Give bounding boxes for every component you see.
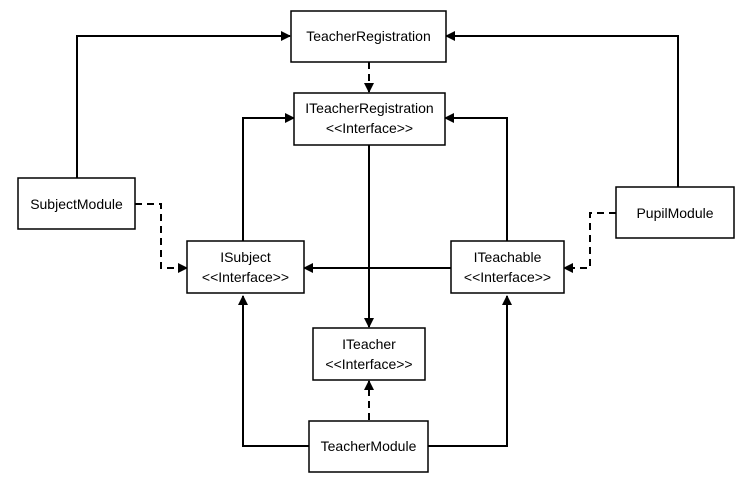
node-iteacher-registration: ITeacherRegistration <<Interface>>: [293, 92, 446, 146]
node-isubject-stereotype: <<Interface>>: [202, 269, 289, 285]
node-pupil-module-label: PupilModule: [636, 205, 713, 221]
edge-pupilmodule-to-teacherregistration: [445, 31, 679, 187]
edge-pupilmodule-to-iteachable: [563, 212, 616, 273]
node-subject-module: SubjectModule: [17, 177, 136, 230]
node-iteachable-stereotype: <<Interface>>: [464, 269, 551, 285]
node-iteacher-label: ITeacher: [342, 336, 396, 352]
node-iteacher-stereotype: <<Interface>>: [325, 356, 412, 372]
node-teacher-module: TeacherModule: [308, 420, 429, 473]
node-pupil-module: PupilModule: [615, 186, 735, 239]
edge-subjectmodule-to-isubject: [135, 203, 188, 273]
node-teacher-registration-label: TeacherRegistration: [306, 28, 431, 44]
node-isubject: ISubject <<Interface>>: [186, 240, 305, 294]
node-iteacher: ITeacher <<Interface>>: [312, 327, 426, 381]
edge-isubject-to-iteacherregistration: [242, 113, 295, 241]
node-isubject-label: ISubject: [220, 249, 271, 265]
edge-teachermodule-to-iteachable: [428, 295, 512, 447]
edge-teachermodule-to-isubject: [238, 295, 309, 447]
node-iteacher-registration-label: ITeacherRegistration: [305, 100, 433, 116]
node-iteachable-label: ITeachable: [474, 249, 542, 265]
node-subject-module-label: SubjectModule: [30, 196, 123, 212]
node-iteacher-registration-stereotype: <<Interface>>: [326, 120, 413, 136]
node-teacher-module-label: TeacherModule: [321, 438, 417, 454]
edge-subjectmodule-to-teacherregistration: [76, 31, 291, 178]
edge-iteachable-to-iteacherregistration: [444, 113, 508, 241]
node-teacher-registration: TeacherRegistration: [290, 10, 447, 63]
node-iteachable: ITeachable <<Interface>>: [450, 240, 565, 294]
